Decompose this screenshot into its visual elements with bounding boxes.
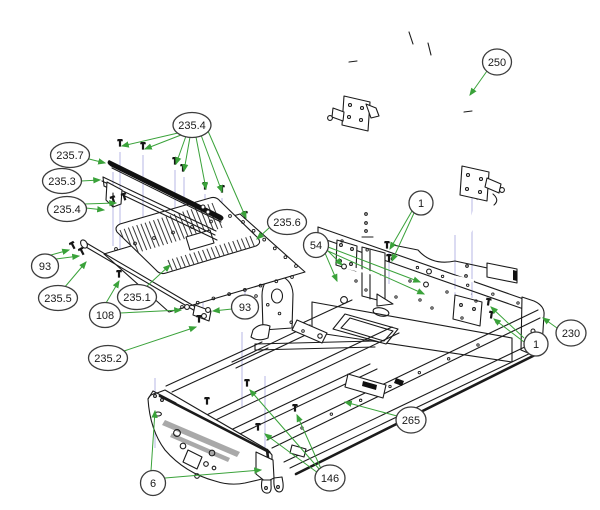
- callout-label: 235.4: [178, 120, 206, 132]
- callout-label: 93: [239, 302, 251, 314]
- callout-235.2: 235.2: [87, 344, 129, 372]
- callout-235.5: 235.5: [37, 284, 79, 312]
- callout-230: 230: [555, 319, 587, 347]
- callout-label: 108: [96, 310, 114, 322]
- callout-235.3: 235.3: [41, 167, 83, 195]
- callout-label: 1: [418, 198, 424, 210]
- callout-label: 250: [488, 57, 506, 69]
- callout-54: 54: [302, 231, 330, 259]
- callout-label: 265: [402, 415, 420, 427]
- callout-balloons: 235.4 235.7 235.3 235.4 93 235.5 108 23: [30, 48, 587, 497]
- callout-label: 235.7: [56, 150, 84, 162]
- rops-bar: [327, 14, 505, 301]
- callout-1-bottom: 1: [523, 331, 549, 357]
- callout-label: 235.4: [53, 204, 81, 216]
- callout-235.6: 235.6: [266, 208, 308, 236]
- callout-93-right: 93: [230, 294, 260, 320]
- callout-108: 108: [88, 301, 122, 329]
- leader-lines: [50, 70, 558, 479]
- callout-250: 250: [481, 48, 513, 76]
- callout-label: 54: [310, 240, 322, 252]
- heat-shield-assembly: [80, 160, 306, 322]
- callout-265: 265: [395, 406, 427, 434]
- callout-235.4-left: 235.4: [46, 195, 88, 223]
- callout-146: 146: [314, 464, 346, 492]
- callout-label: 235.6: [273, 217, 301, 229]
- callout-label: 146: [321, 473, 339, 485]
- callout-label: 1: [533, 339, 539, 351]
- shield-top-bar: [107, 160, 224, 221]
- callout-label: 235.3: [48, 176, 76, 188]
- callout-label: 6: [150, 478, 156, 490]
- callout-label: 235.1: [123, 292, 151, 304]
- callout-label: 230: [562, 328, 580, 340]
- callout-235.1: 235.1: [116, 283, 158, 311]
- callout-label: 235.5: [44, 293, 72, 305]
- callout-1-top: 1: [408, 190, 434, 216]
- callout-235.4-top: 235.4: [172, 111, 212, 139]
- callout-6: 6: [139, 469, 167, 497]
- callout-label: 93: [39, 261, 51, 273]
- callout-93-left: 93: [30, 253, 60, 279]
- callout-235.7: 235.7: [49, 141, 91, 169]
- callout-label: 235.2: [94, 353, 122, 365]
- front-support-tube: [80, 239, 212, 322]
